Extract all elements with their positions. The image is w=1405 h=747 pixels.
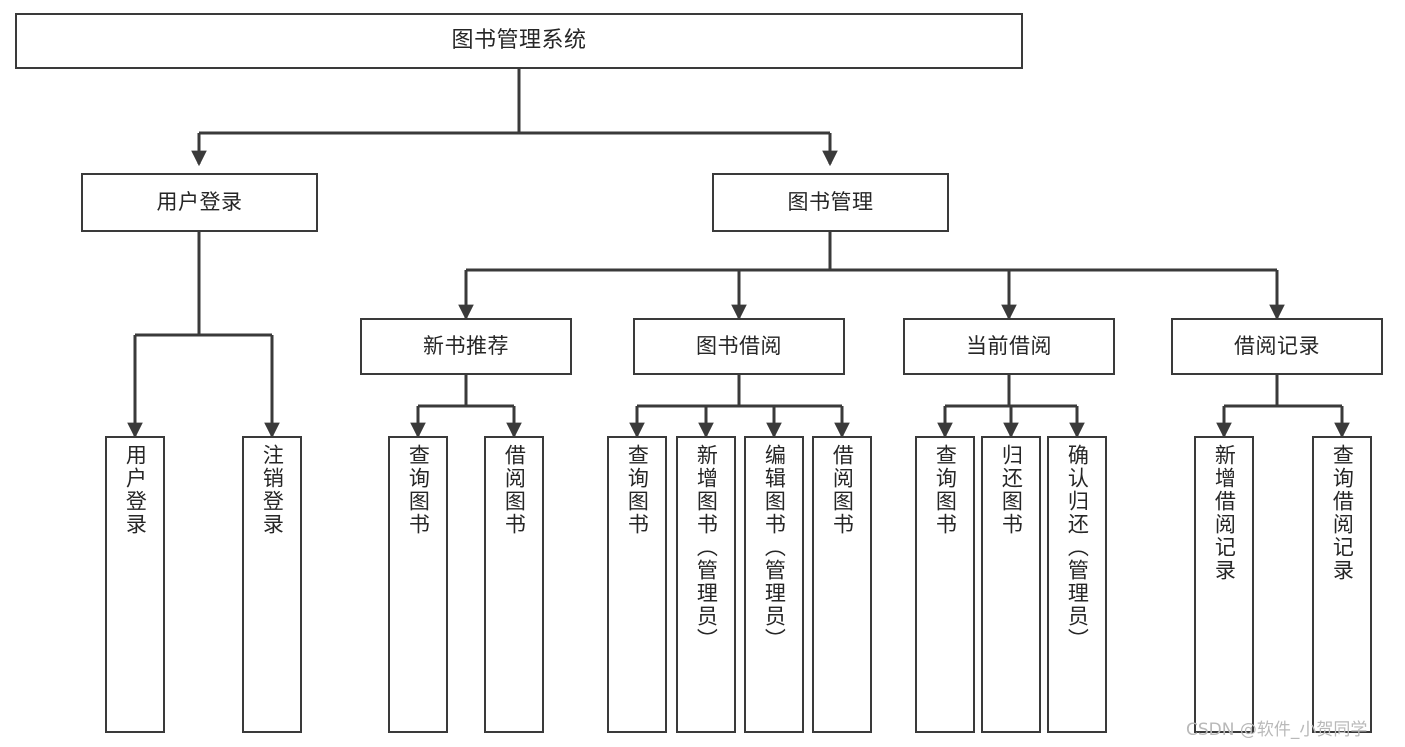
leaf-user-login-login[interactable]: 用户登录: [105, 436, 165, 733]
node-label: 新书推荐: [423, 334, 509, 359]
node-label: 编辑图书（管理员）: [762, 444, 787, 651]
leaf-new-book-borrow-book[interactable]: 借阅图书: [484, 436, 544, 733]
leaf-book-borrow-query-book[interactable]: 查询图书: [607, 436, 667, 733]
node-current-borrow[interactable]: 当前借阅: [903, 318, 1115, 375]
watermark: CSDN @软件_小贺同学: [1186, 720, 1368, 740]
leaf-book-borrow-add-book-admin[interactable]: 新增图书（管理员）: [676, 436, 736, 733]
node-label: 查询图书: [406, 444, 431, 536]
node-label: 查询图书: [625, 444, 650, 536]
node-root-book-management-system[interactable]: 图书管理系统: [15, 13, 1023, 69]
node-label: 借阅记录: [1234, 334, 1320, 359]
leaf-current-borrow-query-book[interactable]: 查询图书: [915, 436, 975, 733]
leaf-current-borrow-return-book[interactable]: 归还图书: [981, 436, 1041, 733]
leaf-new-book-query-book[interactable]: 查询图书: [388, 436, 448, 733]
node-label: 图书管理: [787, 190, 874, 215]
node-label: 借阅图书: [830, 444, 855, 536]
node-user-login[interactable]: 用户登录: [81, 173, 318, 232]
node-new-book-recommend[interactable]: 新书推荐: [360, 318, 572, 375]
leaf-borrow-record-add-record[interactable]: 新增借阅记录: [1194, 436, 1254, 733]
leaf-current-borrow-confirm-return-admin[interactable]: 确认归还（管理员）: [1047, 436, 1107, 733]
node-label: 图书管理系统: [451, 28, 587, 54]
node-label: 确认归还（管理员）: [1065, 444, 1090, 651]
node-book-borrow[interactable]: 图书借阅: [633, 318, 845, 375]
node-label: 归还图书: [999, 444, 1024, 536]
node-book-management[interactable]: 图书管理: [712, 173, 949, 232]
node-label: 查询借阅记录: [1330, 444, 1355, 582]
node-label: 注销登录: [260, 444, 285, 536]
leaf-book-borrow-borrow-book[interactable]: 借阅图书: [812, 436, 872, 733]
node-label: 查询图书: [933, 444, 958, 536]
node-label: 用户登录: [156, 190, 243, 215]
leaf-user-login-logout[interactable]: 注销登录: [242, 436, 302, 733]
node-label: 当前借阅: [966, 334, 1052, 359]
leaf-book-borrow-edit-book-admin[interactable]: 编辑图书（管理员）: [744, 436, 804, 733]
node-label: 新增图书（管理员）: [694, 444, 719, 651]
node-label: 图书借阅: [696, 334, 782, 359]
leaf-borrow-record-query-record[interactable]: 查询借阅记录: [1312, 436, 1372, 733]
node-label: 借阅图书: [502, 444, 527, 536]
node-label: 用户登录: [123, 444, 148, 536]
node-borrow-record[interactable]: 借阅记录: [1171, 318, 1383, 375]
node-label: 新增借阅记录: [1212, 444, 1237, 582]
